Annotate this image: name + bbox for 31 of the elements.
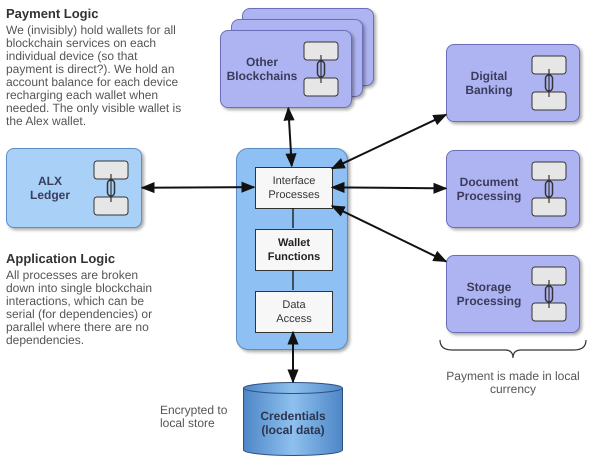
node-label: Wallet Functions <box>266 236 322 264</box>
paragraph: All processes are broken down into single blockchain interactions, which can be serial (for dependencies) or parallel where there are no dependencies. <box>6 268 154 346</box>
process-box <box>255 291 333 333</box>
node-label: ALX Ledger <box>28 174 71 202</box>
side-note: Encrypted to local store <box>160 404 228 430</box>
node-label: Other Blockchains <box>226 55 298 83</box>
node-label: Document Processing <box>456 175 522 203</box>
arrow <box>140 182 256 194</box>
note: Payment is made in local currency <box>445 370 581 396</box>
ledger-box <box>6 148 142 228</box>
app-container <box>236 148 348 350</box>
node-label: Interface Processes <box>267 174 321 202</box>
arrow <box>330 182 448 194</box>
service-box <box>446 255 580 333</box>
arrow <box>330 205 448 262</box>
node-label: Digital Banking <box>464 69 514 97</box>
service-box <box>220 30 352 108</box>
service-box <box>446 44 580 122</box>
process-box <box>255 229 333 271</box>
node-label: Storage Processing <box>456 280 522 308</box>
process-box <box>255 167 333 209</box>
arrow <box>287 330 299 384</box>
arrow <box>283 106 297 168</box>
database-cylinder <box>243 382 343 456</box>
node-label: Credentials (local data) <box>259 409 327 437</box>
section-heading: Application Logic <box>6 250 116 268</box>
node-label: Data Access <box>275 298 313 326</box>
paragraph: We (invisibly) hold wallets for all blockchain services on each individual device (so that payment is direct?). We hold an account balance for each device recharging each wallet when needed. The only visible wallet is the Alex wallet. <box>6 24 182 128</box>
arrow <box>330 114 448 170</box>
service-box <box>446 150 580 228</box>
section-heading: Payment Logic <box>6 5 100 23</box>
